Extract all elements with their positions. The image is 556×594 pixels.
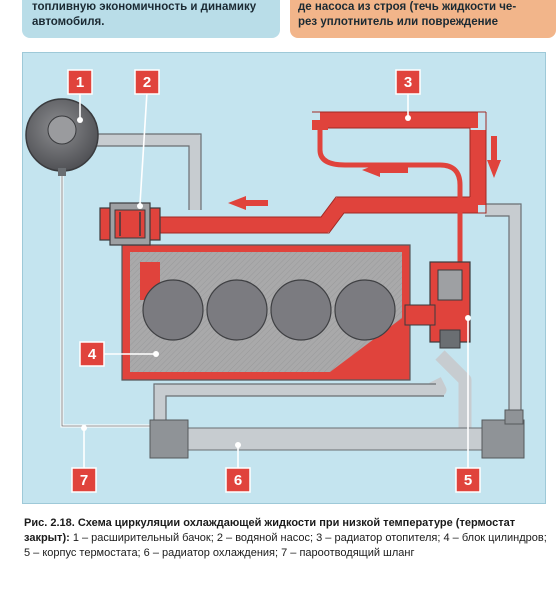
thermostat-housing <box>404 261 471 349</box>
expansion-tank <box>25 98 99 176</box>
top-left-text-box: топливную экономичность и динамику автом… <box>22 0 280 38</box>
heater-line <box>317 130 463 270</box>
label-5-text: 5 <box>464 472 472 489</box>
hot-coolant-pipes <box>150 112 486 233</box>
flow-arrow-down <box>487 136 501 178</box>
return-pipes <box>90 133 522 430</box>
leader-lines <box>79 91 469 470</box>
label-1: 1 <box>67 69 93 95</box>
top-left-line-1: топливную экономичность и динамику <box>32 1 257 13</box>
cooling-radiator <box>149 409 525 459</box>
caption-text: 1 – расширительный бачок; 2 – водяной на… <box>24 532 547 559</box>
figure-caption: Рис. 2.18. Схема циркуляции охлаждающей … <box>24 516 550 561</box>
label-4: 4 <box>79 341 105 367</box>
label-7: 7 <box>71 467 97 493</box>
top-left-line-2: автомобиля. <box>32 16 105 28</box>
label-3-text: 3 <box>404 74 412 91</box>
label-6-text: 6 <box>234 472 242 489</box>
component-labels: 1 2 3 4 5 6 7 <box>67 69 481 493</box>
label-5: 5 <box>455 467 481 493</box>
label-4-text: 4 <box>88 346 97 363</box>
label-6: 6 <box>225 467 251 493</box>
flow-arrows <box>228 136 501 210</box>
label-1-text: 1 <box>76 74 84 91</box>
top-right-text-box: де насоса из строя (течь жидкости че- ре… <box>290 0 556 38</box>
label-2-text: 2 <box>143 74 151 91</box>
top-right-line-1: де насоса из строя (течь жидкости че- <box>298 1 517 13</box>
label-2: 2 <box>134 69 160 95</box>
flow-arrow-left-upper <box>362 163 408 177</box>
caption-lead: Рис. 2.18. Схема циркуляции охлаждающей … <box>24 517 516 544</box>
cylinders <box>142 279 396 341</box>
water-pump <box>99 202 161 246</box>
label-7-text: 7 <box>80 472 88 489</box>
top-right-line-2: рез уплотнитель или повреждение <box>298 16 499 28</box>
leader-dots <box>77 115 471 448</box>
label-3: 3 <box>395 69 421 95</box>
flow-arrow-left-lower <box>228 196 268 210</box>
